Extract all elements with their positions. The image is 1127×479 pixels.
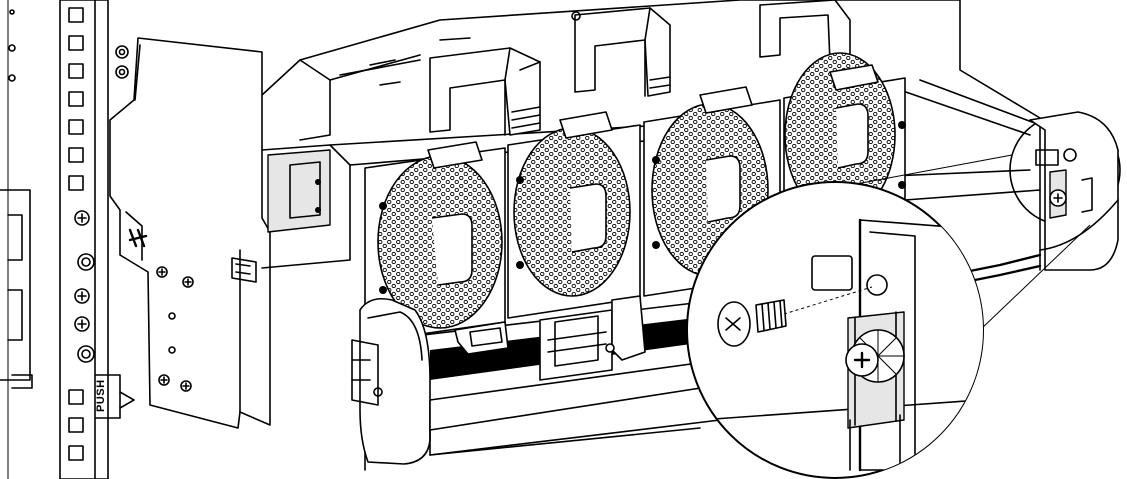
rack-rail: PUSH bbox=[0, 0, 134, 479]
captive-thumbscrew-icon bbox=[846, 312, 904, 470]
fan-handles bbox=[430, 0, 850, 135]
detail-callout-circle bbox=[1010, 112, 1120, 270]
lower-drive-bay bbox=[365, 296, 720, 470]
fan-module-3 bbox=[644, 87, 780, 296]
rack-square-holes bbox=[69, 8, 83, 460]
magnified-detail-view bbox=[687, 182, 990, 478]
mounting-ear-bracket bbox=[110, 38, 270, 428]
front-bezel-bar bbox=[352, 299, 720, 464]
bracket-screws bbox=[157, 267, 193, 391]
fan-module-2 bbox=[508, 112, 640, 318]
fan-module-1 bbox=[365, 142, 505, 340]
screw-icon bbox=[718, 300, 786, 346]
push-label: PUSH bbox=[95, 379, 107, 412]
rack-mount-screws bbox=[75, 211, 94, 362]
